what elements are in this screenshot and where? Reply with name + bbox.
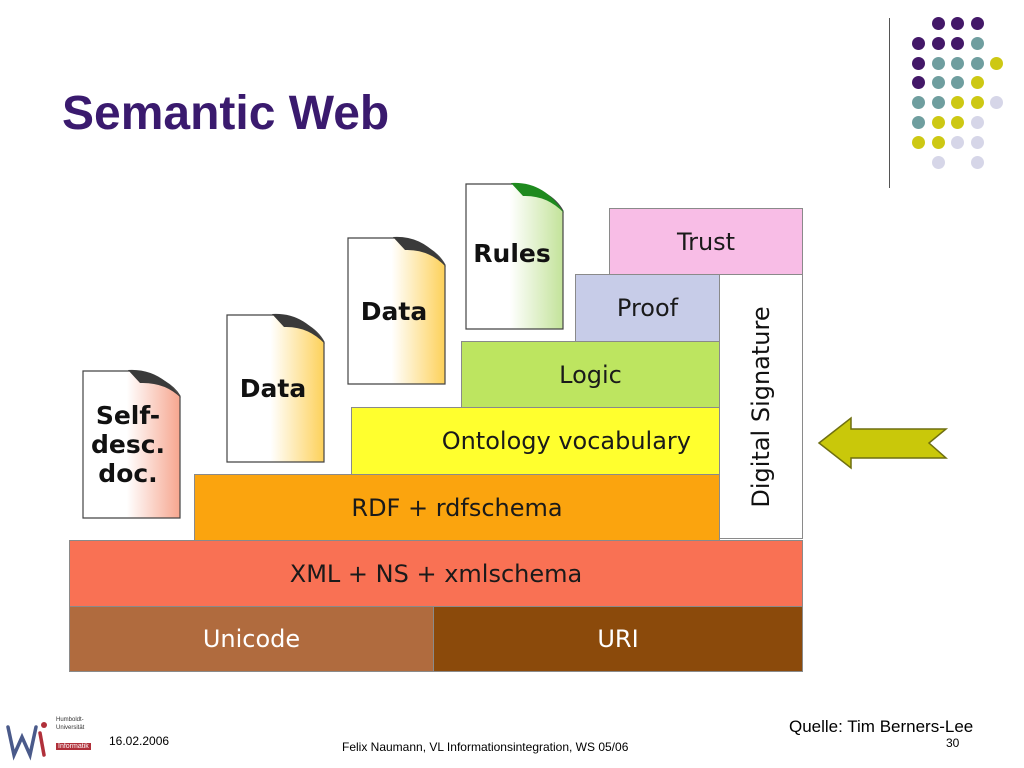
decorative-dot [951, 116, 964, 129]
decorative-dot [970, 36, 984, 50]
decorative-dot [951, 36, 964, 50]
decorative-dot [951, 96, 964, 110]
decorative-dot [970, 17, 984, 30]
rdf-layer: RDF + rdfschema [194, 474, 720, 541]
data-doc-icon-1 [226, 313, 325, 463]
rules-doc-label: Rules [473, 239, 551, 268]
decorative-dot [970, 155, 984, 169]
logo-line-1: Humboldt- [56, 717, 84, 723]
university-logo: Humboldt- Universität Informatik [4, 713, 96, 763]
decorative-dot [931, 36, 945, 50]
rules-doc-icon [465, 182, 564, 330]
decorative-dot [912, 36, 925, 50]
decorative-dot [990, 56, 1003, 70]
unicode-layer: Unicode [69, 606, 434, 672]
slide-title: Semantic Web [62, 87, 390, 140]
decorative-dot [931, 116, 945, 129]
self-desc-doc-icon [82, 369, 181, 519]
decorative-dot [970, 116, 984, 129]
decorative-dot [931, 76, 945, 90]
source-credit: Quelle: Tim Berners-Lee [789, 717, 974, 736]
decorative-dot [931, 155, 945, 169]
digital-signature-layer: Digital Signature [719, 274, 803, 539]
decorative-dot [951, 135, 964, 149]
decorative-dot [912, 116, 925, 129]
dot-grid-decoration [0, 0, 1024, 200]
decorative-dot [970, 56, 984, 70]
decorative-dot [931, 56, 945, 70]
hu-logo-icon [6, 722, 47, 761]
logo-line-3: Informatik [56, 743, 91, 750]
decorative-dot [951, 17, 964, 30]
decorative-dot [912, 56, 925, 70]
decorative-dot [912, 135, 925, 149]
decorative-dot [970, 76, 984, 90]
uri-layer: URI [433, 606, 803, 672]
decorative-dot [931, 135, 945, 149]
data-doc-label-2: Data [360, 297, 428, 326]
data-doc-icon-2 [347, 236, 446, 385]
self-desc-doc-label: Self- desc. doc. [90, 401, 166, 488]
proof-layer: Proof [575, 274, 720, 342]
decorative-dot [931, 17, 945, 30]
decorative-dot [990, 96, 1003, 110]
decorative-dot [931, 96, 945, 110]
footer-date: 16.02.2006 [109, 734, 170, 748]
decorative-dot [912, 96, 925, 110]
decorative-dot [970, 96, 984, 110]
decorative-dot [912, 76, 925, 90]
decorative-dot [951, 76, 964, 90]
footer-author-course: Felix Naumann, VL Informationsintegratio… [342, 740, 629, 754]
logo-line-2: Universität [56, 725, 85, 731]
left-arrow-icon [817, 416, 949, 470]
decorative-dot [951, 56, 964, 70]
page-number: 30 [946, 736, 960, 750]
data-doc-label-1: Data [239, 374, 307, 403]
trust-layer: Trust [609, 208, 803, 275]
divider-line [889, 18, 890, 188]
xml-layer: XML + NS + xmlschema [69, 540, 803, 607]
decorative-dot [970, 135, 984, 149]
